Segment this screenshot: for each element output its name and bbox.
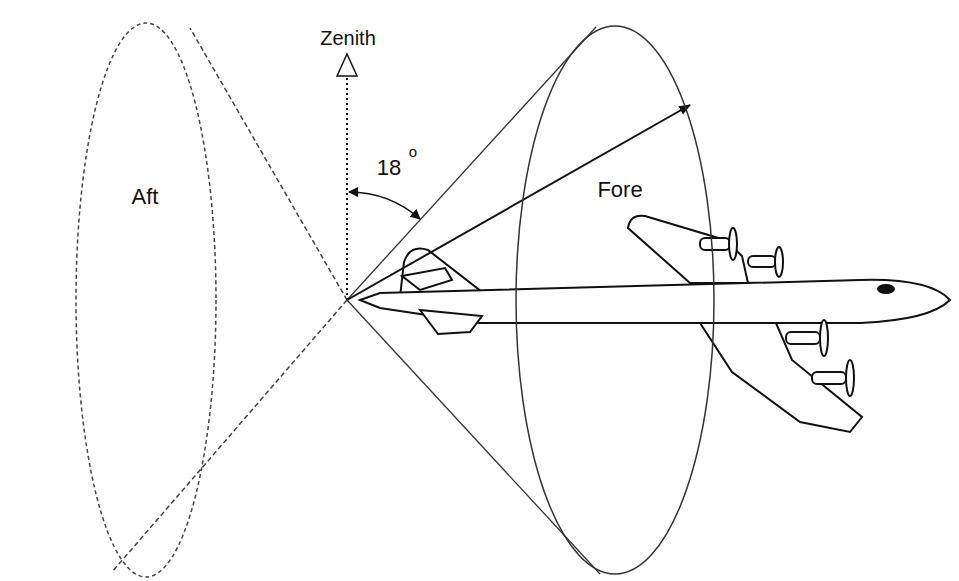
aft-cone-line bbox=[112, 300, 347, 572]
axis-label: Zenith bbox=[320, 27, 376, 50]
region-label: Fore bbox=[597, 177, 642, 203]
region-label: Aft bbox=[132, 184, 159, 210]
degree-sign: o bbox=[409, 143, 417, 160]
pointing-arrow bbox=[347, 105, 690, 300]
zenith-arrowhead bbox=[337, 54, 357, 76]
fore-cone-line bbox=[347, 27, 596, 300]
ellipse-outline bbox=[75, 22, 217, 578]
beam-ellipse: Aft bbox=[75, 22, 217, 578]
angle-arc bbox=[349, 192, 420, 219]
ellipse-outline bbox=[515, 25, 715, 575]
zenith-line bbox=[346, 60, 348, 300]
ellipse-outline bbox=[516, 26, 714, 574]
airplane bbox=[360, 216, 950, 432]
beam-ellipse: Fore bbox=[515, 25, 715, 575]
aft-cone-line bbox=[190, 28, 347, 300]
angle-value: 18 bbox=[377, 155, 401, 181]
ellipse-outline bbox=[76, 23, 216, 577]
